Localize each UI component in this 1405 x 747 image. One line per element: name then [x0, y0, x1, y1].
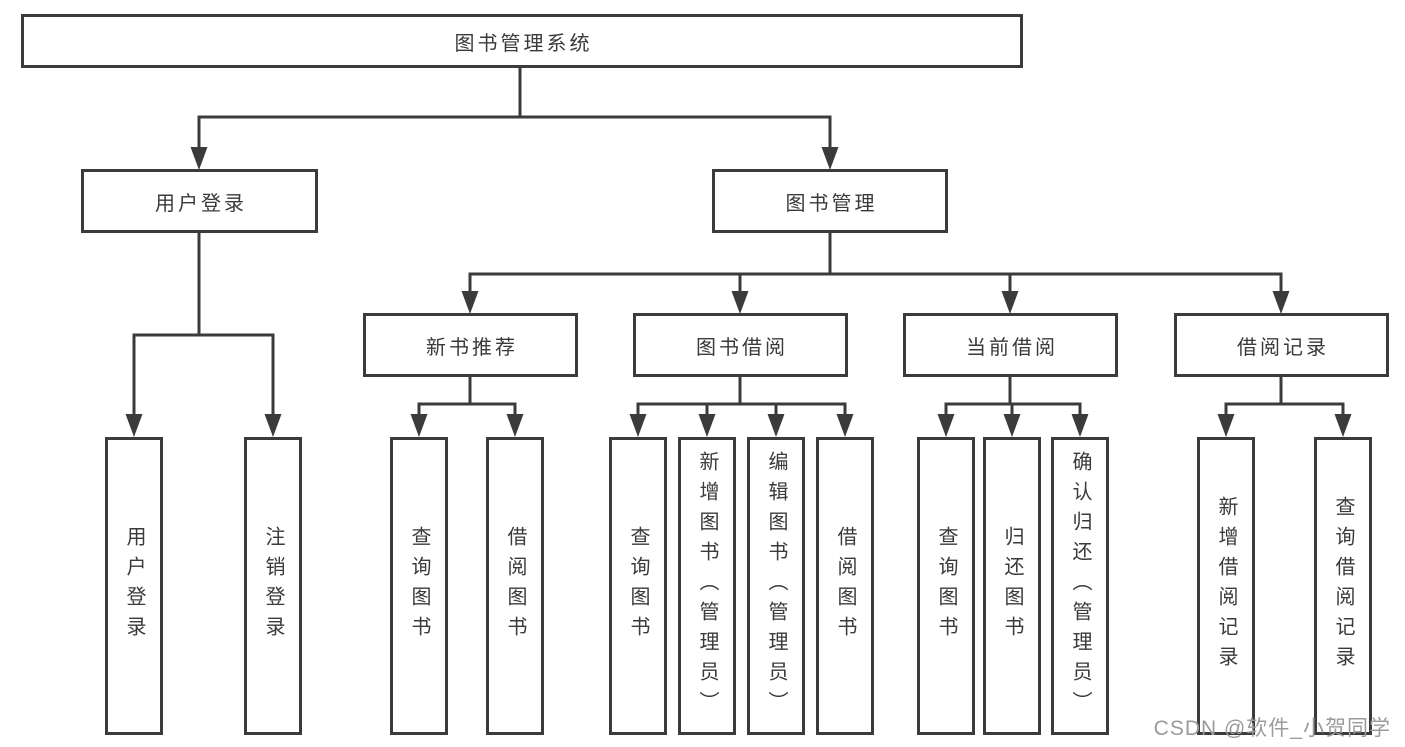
- node-leaf-borrow-book-2: 借阅图书: [816, 437, 874, 735]
- arrowhead-icon: [190, 147, 208, 170]
- node-label-leaf-edit-book: 编辑图书（管理员）: [765, 451, 787, 721]
- node-leaf-query-book-3: 查询图书: [917, 437, 975, 735]
- node-leaf-confirm-return: 确认归还（管理员）: [1051, 437, 1109, 735]
- node-leaf-query-book-1: 查询图书: [390, 437, 448, 735]
- connector-lines-branch-borrow-record: [1224, 377, 1345, 425]
- node-label-leaf-query-book-3: 查询图书: [935, 526, 957, 646]
- node-label-root: 图书管理系统: [454, 32, 593, 55]
- node-label-branch-current-borrow: 当前借阅: [966, 336, 1058, 359]
- arrowhead-icon: [461, 291, 479, 314]
- arrowhead-icon: [821, 147, 839, 170]
- node-label-branch-borrow-record: 借阅记录: [1237, 336, 1329, 359]
- node-branch-user-login: 用户登录: [81, 169, 318, 233]
- arrowhead-icon: [767, 414, 785, 437]
- node-leaf-user-login: 用户登录: [105, 437, 163, 735]
- connector-lines-branch-book-borrow: [636, 377, 847, 425]
- connector-lines-root: [197, 68, 832, 158]
- arrowhead-icon: [1071, 414, 1089, 437]
- arrowhead-icon: [1272, 291, 1290, 314]
- arrowhead-icon: [1003, 414, 1021, 437]
- node-label-leaf-logout: 注销登录: [262, 526, 284, 646]
- arrowhead-icon: [937, 414, 955, 437]
- connector-lines-branch-new-book-rec: [417, 377, 517, 425]
- arrowhead-icon: [1217, 414, 1235, 437]
- arrowhead-icon: [698, 414, 716, 437]
- node-branch-current-borrow: 当前借阅: [903, 313, 1118, 377]
- arrowhead-icon: [1001, 291, 1019, 314]
- node-label-leaf-return-book: 归还图书: [1001, 526, 1023, 646]
- node-branch-borrow-record: 借阅记录: [1174, 313, 1389, 377]
- node-branch-book-mgmt: 图书管理: [712, 169, 948, 233]
- node-leaf-query-book-2: 查询图书: [609, 437, 667, 735]
- arrowhead-icon: [731, 291, 749, 314]
- node-leaf-return-book: 归还图书: [983, 437, 1041, 735]
- node-label-leaf-add-record: 新增借阅记录: [1215, 496, 1237, 676]
- node-leaf-add-book: 新增图书（管理员）: [678, 437, 736, 735]
- node-root: 图书管理系统: [21, 14, 1023, 68]
- arrowhead-icon: [264, 414, 282, 437]
- connector-lines-branch-book-mgmt: [468, 233, 1283, 302]
- node-branch-book-borrow: 图书借阅: [633, 313, 848, 377]
- node-label-branch-new-book-rec: 新书推荐: [426, 336, 518, 359]
- arrowhead-icon: [629, 414, 647, 437]
- node-leaf-logout: 注销登录: [244, 437, 302, 735]
- node-label-leaf-query-book-2: 查询图书: [627, 526, 649, 646]
- node-label-leaf-user-login: 用户登录: [123, 526, 145, 646]
- node-label-leaf-confirm-return: 确认归还（管理员）: [1069, 451, 1091, 721]
- node-label-branch-book-mgmt: 图书管理: [785, 192, 878, 215]
- node-leaf-query-record: 查询借阅记录: [1314, 437, 1372, 735]
- node-label-leaf-borrow-book-2: 借阅图书: [834, 526, 856, 646]
- node-label-branch-book-borrow: 图书借阅: [696, 336, 788, 359]
- arrowhead-icon: [125, 414, 143, 437]
- node-label-leaf-query-record: 查询借阅记录: [1332, 496, 1354, 676]
- arrowhead-icon: [1334, 414, 1352, 437]
- node-label-branch-user-login: 用户登录: [155, 192, 247, 215]
- node-label-leaf-query-book-1: 查询图书: [408, 526, 430, 646]
- node-label-leaf-add-book: 新增图书（管理员）: [696, 451, 718, 721]
- node-label-leaf-borrow-book-1: 借阅图书: [504, 526, 526, 646]
- arrowhead-icon: [410, 414, 428, 437]
- arrowhead-icon: [836, 414, 854, 437]
- node-branch-new-book-rec: 新书推荐: [363, 313, 578, 377]
- node-leaf-add-record: 新增借阅记录: [1197, 437, 1255, 735]
- node-leaf-borrow-book-1: 借阅图书: [486, 437, 544, 735]
- arrowhead-icon: [506, 414, 524, 437]
- node-leaf-edit-book: 编辑图书（管理员）: [747, 437, 805, 735]
- connector-lines-branch-user-login: [132, 233, 275, 425]
